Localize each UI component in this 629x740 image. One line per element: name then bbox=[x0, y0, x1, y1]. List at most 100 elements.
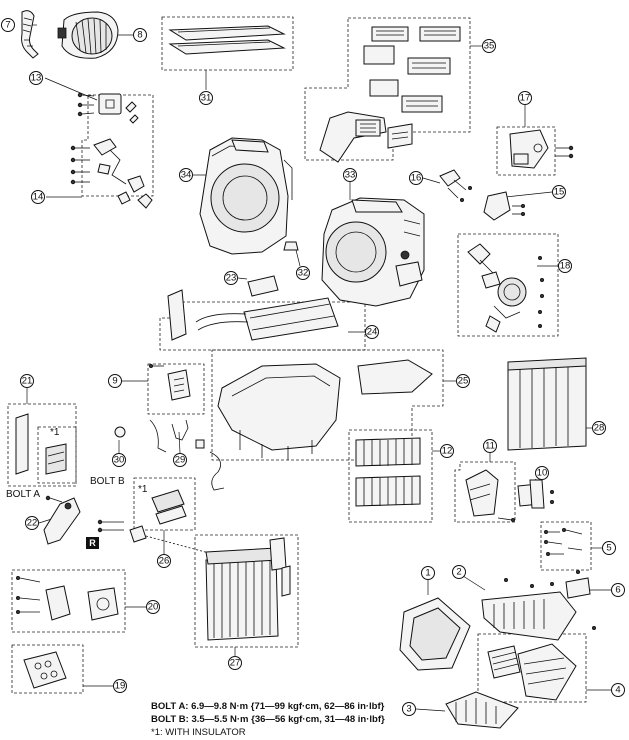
part-12-air-filter bbox=[355, 437, 421, 507]
group-outline-20 bbox=[11, 569, 126, 633]
part-15-actuator bbox=[483, 191, 526, 221]
part-17-actuator bbox=[509, 129, 574, 169]
part-27-evaporator-core bbox=[205, 537, 291, 641]
svg-text:1: 1 bbox=[425, 568, 430, 579]
svg-text:32: 32 bbox=[298, 268, 309, 279]
part-5-fasteners bbox=[544, 528, 583, 557]
svg-text:7: 7 bbox=[5, 20, 10, 31]
group-outline-25 bbox=[211, 349, 444, 461]
svg-text:15: 15 bbox=[554, 187, 565, 198]
callout-10: 10 bbox=[535, 466, 549, 480]
svg-text:30: 30 bbox=[114, 455, 125, 466]
callout-17: 17 bbox=[518, 91, 532, 105]
bolt-a-label: BOLT A bbox=[6, 489, 40, 500]
callout-29: 29 bbox=[173, 453, 187, 467]
callout-32: 32 bbox=[296, 266, 310, 280]
r-marker-box bbox=[86, 537, 99, 549]
svg-text:26: 26 bbox=[159, 556, 170, 567]
part-2-duct bbox=[481, 578, 597, 641]
svg-text:18: 18 bbox=[560, 261, 571, 272]
svg-text:11: 11 bbox=[485, 441, 495, 452]
part-6-bracket bbox=[565, 570, 591, 599]
callout-12: 12 bbox=[440, 444, 454, 458]
part-33-heater-case bbox=[321, 197, 425, 307]
svg-text:3: 3 bbox=[406, 704, 411, 715]
svg-text:31: 31 bbox=[201, 93, 212, 104]
svg-text:20: 20 bbox=[148, 602, 159, 613]
callout-26: 26 bbox=[157, 554, 171, 568]
svg-text:35: 35 bbox=[484, 41, 495, 52]
callout-19: 19 bbox=[113, 679, 127, 693]
svg-text:14: 14 bbox=[33, 192, 44, 203]
part-29-harness bbox=[171, 419, 225, 491]
callout-6: 6 bbox=[611, 583, 625, 597]
callout-34: 34 bbox=[179, 168, 193, 182]
svg-text:27: 27 bbox=[230, 658, 241, 669]
callout-35: 35 bbox=[482, 39, 496, 53]
callout-28: 28 bbox=[592, 421, 606, 435]
part-22-expansion-valve bbox=[43, 495, 81, 545]
group-outline-18 bbox=[457, 233, 559, 337]
callout-4: 4 bbox=[611, 683, 625, 697]
insulator-mark-26: *1 bbox=[138, 484, 148, 495]
part-28-evaporator bbox=[507, 357, 587, 451]
callout-9: 9 bbox=[108, 374, 122, 388]
part-9-sensor bbox=[148, 363, 191, 401]
callout-2: 2 bbox=[452, 565, 466, 579]
torque-notes: BOLT A: 6.9—9.8 N·m {71—99 kgf·cm, 62—86… bbox=[151, 700, 451, 739]
bolt-b-label: BOLT B bbox=[90, 476, 125, 487]
callout-18: 18 bbox=[558, 259, 572, 273]
callout-30: 30 bbox=[112, 453, 126, 467]
group-outline-13-14 bbox=[81, 94, 154, 197]
callout-5: 5 bbox=[602, 541, 616, 555]
svg-text:34: 34 bbox=[181, 170, 192, 181]
part-30-clip bbox=[114, 419, 167, 453]
part-23-seal bbox=[247, 275, 279, 297]
group-outline-26 bbox=[133, 477, 196, 531]
bolt-b-torque-note: BOLT B: 3.5—5.5 N·m {36—56 kgf·cm, 31—48… bbox=[151, 714, 385, 725]
part-1-duct-ring bbox=[399, 597, 471, 671]
group-outline-31 bbox=[161, 16, 294, 71]
part-10-resistor bbox=[517, 479, 555, 509]
svg-text:13: 13 bbox=[31, 73, 42, 84]
svg-text:9: 9 bbox=[112, 376, 117, 387]
svg-text:2: 2 bbox=[456, 567, 461, 578]
part-35-mode-doors bbox=[319, 26, 461, 163]
svg-text:29: 29 bbox=[175, 455, 186, 466]
part-31-filter-frame bbox=[168, 25, 286, 55]
leader-lines bbox=[26, 24, 611, 712]
svg-text:24: 24 bbox=[367, 327, 378, 338]
svg-text:4: 4 bbox=[615, 685, 620, 696]
group-outline-21-insulator bbox=[37, 426, 77, 484]
svg-text:23: 23 bbox=[226, 273, 237, 284]
part-25-lower-case bbox=[217, 359, 433, 460]
svg-text:8: 8 bbox=[137, 30, 142, 41]
callout-15: 15 bbox=[552, 185, 566, 199]
callout-23: 23 bbox=[224, 271, 238, 285]
part-24-heater-core bbox=[167, 289, 339, 341]
part-14-link-assembly bbox=[70, 138, 153, 209]
callout-31: 31 bbox=[199, 91, 213, 105]
part-13-actuator bbox=[77, 92, 139, 124]
callout-33: 33 bbox=[343, 168, 357, 182]
part-26-block-fitting bbox=[97, 489, 221, 557]
group-outline-35 bbox=[304, 17, 471, 161]
svg-text:16: 16 bbox=[411, 173, 422, 184]
callout-27: 27 bbox=[228, 656, 242, 670]
insulator-note: *1: WITH INSULATOR bbox=[151, 727, 246, 738]
callout-8: 8 bbox=[133, 28, 147, 42]
svg-text:6: 6 bbox=[615, 585, 620, 596]
callout-11: 11 bbox=[483, 439, 497, 453]
part-8-blower-motor bbox=[57, 11, 119, 59]
svg-text:22: 22 bbox=[27, 518, 38, 529]
callout-25: 25 bbox=[456, 374, 470, 388]
callout-16: 16 bbox=[409, 171, 423, 185]
callout-3: 3 bbox=[402, 702, 416, 716]
part-18-air-mix-link bbox=[467, 243, 545, 333]
group-outline-12 bbox=[348, 429, 433, 523]
part-7-duct-hose bbox=[21, 10, 39, 59]
part-4-vent-grilles bbox=[487, 643, 577, 701]
part-34-blower-case bbox=[199, 137, 293, 255]
svg-text:25: 25 bbox=[458, 376, 469, 387]
group-outline-4 bbox=[477, 633, 587, 703]
